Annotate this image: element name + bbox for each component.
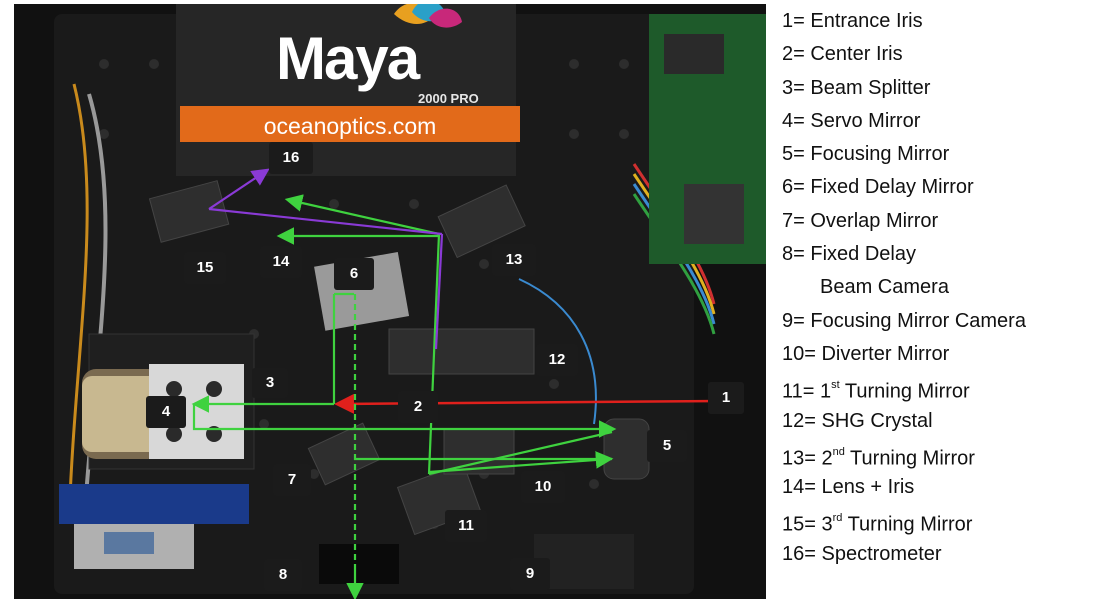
spectrometer-model: 2000 PRO <box>418 91 479 106</box>
legend-item-14: 14= Lens + Iris <box>782 476 915 499</box>
legend-item-5: 5= Focusing Mirror <box>782 143 950 166</box>
component-legend: 1= Entrance Iris 2= Center Iris 3= Beam … <box>782 6 1026 572</box>
marker-9: 9 <box>510 558 550 590</box>
blue-board <box>59 484 249 524</box>
legend-item-13: 13= 2nd Turning Mirror <box>782 445 975 470</box>
marker-16: 16 <box>269 142 313 174</box>
legend-item-6: 6= Fixed Delay Mirror <box>782 176 974 199</box>
purple-beam-paths <box>208 168 444 350</box>
spectrometer-logo-word: Maya <box>276 25 420 92</box>
spectrometer-label-band <box>180 106 520 142</box>
optical-setup-photo: Maya 2000 PRO oceanoptics.com 1 2 3 4 5 … <box>14 4 766 599</box>
marker-8: 8 <box>264 559 302 591</box>
legend-item-11: 11= 1st Turning Mirror <box>782 379 970 403</box>
green-beam-paths <box>191 194 617 599</box>
marker-10: 10 <box>521 471 565 503</box>
legend-item-15: 15= 3rd Turning Mirror <box>782 512 973 537</box>
legend-item-1: 1= Entrance Iris <box>782 10 923 32</box>
marker-5: 5 <box>647 430 687 462</box>
marker-15: 15 <box>184 252 226 284</box>
legend-item-8-continued: Beam Camera <box>820 276 949 299</box>
marker-3: 3 <box>252 368 288 398</box>
legend-item-16: 16= Spectrometer <box>782 542 942 565</box>
photo-scene <box>14 4 766 599</box>
marker-7: 7 <box>273 464 311 496</box>
spectrometer-url: oceanoptics.com <box>263 113 437 139</box>
spectrometer-box <box>176 4 516 176</box>
marker-1: 1 <box>708 382 744 414</box>
legend-item-8: 8= Fixed Delay <box>782 243 916 266</box>
legend-item-2: 2= Center Iris <box>782 43 903 66</box>
marker-11: 11 <box>445 510 487 542</box>
marker-14: 14 <box>260 246 302 278</box>
legend-item-3: 3= Beam Splitter <box>782 76 931 99</box>
marker-4: 4 <box>146 396 186 428</box>
legend-item-7: 7= Overlap Mirror <box>782 209 939 232</box>
marker-2: 2 <box>398 391 438 423</box>
marker-12: 12 <box>536 344 578 376</box>
legend-item-12: 12= SHG Crystal <box>782 409 933 432</box>
legend-item-10: 10= Diverter Mirror <box>782 342 950 365</box>
marker-13: 13 <box>492 244 536 276</box>
legend-item-9: 9= Focusing Mirror Camera <box>782 309 1026 332</box>
legend-item-4: 4= Servo Mirror <box>782 109 921 132</box>
marker-6: 6 <box>334 258 374 290</box>
